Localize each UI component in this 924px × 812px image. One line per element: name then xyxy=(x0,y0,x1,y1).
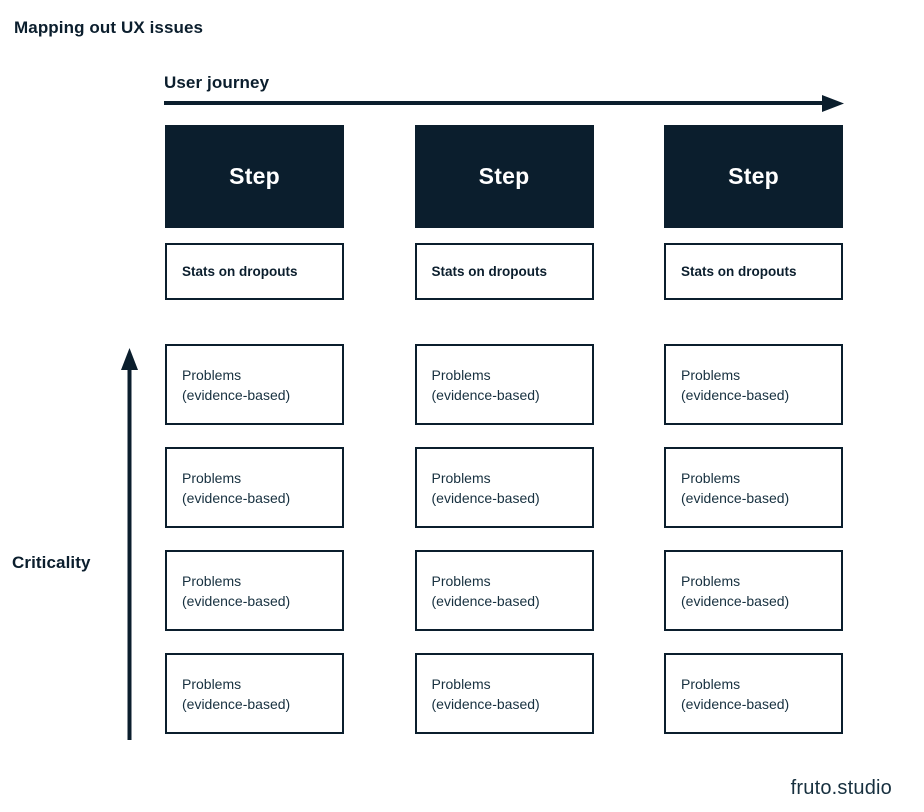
problem-title: Problems xyxy=(431,675,491,692)
journey-column: Step Stats on dropouts Problems (evidenc… xyxy=(414,125,594,735)
step-box[interactable]: Step xyxy=(664,125,843,228)
user-journey-axis-label: User journey xyxy=(164,73,270,92)
problem-subtitle: (evidence-based) xyxy=(182,592,291,609)
criticality-axis-label: Criticality xyxy=(12,553,91,572)
problem-subtitle: (evidence-based) xyxy=(681,489,790,506)
problem-subtitle: (evidence-based) xyxy=(431,695,540,712)
problem-box[interactable]: Problems (evidence-based) xyxy=(664,344,843,425)
problem-list: Problems (evidence-based) Problems (evid… xyxy=(165,344,344,734)
problem-title: Problems xyxy=(681,572,741,589)
problem-box[interactable]: Problems (evidence-based) xyxy=(165,447,344,528)
step-label: Step xyxy=(728,163,779,189)
problem-list: Problems (evidence-based) Problems (evid… xyxy=(414,344,594,734)
problem-subtitle: (evidence-based) xyxy=(182,386,291,403)
journey-column: Step Stats on dropouts Problems (evidenc… xyxy=(165,125,344,735)
problem-subtitle: (evidence-based) xyxy=(182,489,291,506)
stats-label: Stats on dropouts xyxy=(182,264,298,279)
step-label: Step xyxy=(229,163,280,189)
stats-box[interactable]: Stats on dropouts xyxy=(165,243,344,300)
problem-subtitle: (evidence-based) xyxy=(431,592,540,609)
problem-box[interactable]: Problems (evidence-based) xyxy=(165,344,344,425)
journey-column: Step Stats on dropouts Problems (evidenc… xyxy=(664,125,843,735)
problem-subtitle: (evidence-based) xyxy=(182,695,291,712)
problem-box[interactable]: Problems (evidence-based) xyxy=(414,447,594,528)
problem-title: Problems xyxy=(182,469,242,486)
problem-title: Problems xyxy=(681,469,741,486)
stats-box[interactable]: Stats on dropouts xyxy=(664,243,843,300)
problem-title: Problems xyxy=(431,469,491,486)
problem-title: Problems xyxy=(182,675,242,692)
step-box[interactable]: Step xyxy=(165,125,344,228)
problem-box[interactable]: Problems (evidence-based) xyxy=(414,550,594,631)
problem-box[interactable]: Problems (evidence-based) xyxy=(664,550,843,631)
problem-title: Problems xyxy=(431,366,491,383)
problem-box[interactable]: Problems (evidence-based) xyxy=(414,344,594,425)
page-title: Mapping out UX issues xyxy=(14,18,204,37)
problem-box[interactable]: Problems (evidence-based) xyxy=(414,653,594,734)
problem-box[interactable]: Problems (evidence-based) xyxy=(664,447,843,528)
step-box[interactable]: Step xyxy=(414,125,594,228)
problem-subtitle: (evidence-based) xyxy=(431,489,540,506)
stats-box[interactable]: Stats on dropouts xyxy=(414,243,594,300)
problem-subtitle: (evidence-based) xyxy=(681,695,790,712)
arrow-up-icon xyxy=(118,348,142,740)
problem-title: Problems xyxy=(431,572,491,589)
stats-label: Stats on dropouts xyxy=(431,264,548,279)
watermark: fruto.studio xyxy=(790,777,892,799)
stats-label: Stats on dropouts xyxy=(681,264,797,279)
problem-subtitle: (evidence-based) xyxy=(681,592,790,609)
arrow-right-icon xyxy=(164,93,844,115)
problem-list: Problems (evidence-based) Problems (evid… xyxy=(664,344,843,734)
problem-title: Problems xyxy=(681,366,741,383)
ux-issue-matrix: Step Stats on dropouts Problems (evidenc… xyxy=(165,125,843,735)
problem-title: Problems xyxy=(182,366,242,383)
problem-box[interactable]: Problems (evidence-based) xyxy=(664,653,843,734)
problem-subtitle: (evidence-based) xyxy=(431,386,540,403)
problem-title: Problems xyxy=(182,572,242,589)
problem-box[interactable]: Problems (evidence-based) xyxy=(165,653,344,734)
problem-title: Problems xyxy=(681,675,741,692)
step-label: Step xyxy=(478,163,530,189)
problem-box[interactable]: Problems (evidence-based) xyxy=(165,550,344,631)
problem-subtitle: (evidence-based) xyxy=(681,386,790,403)
